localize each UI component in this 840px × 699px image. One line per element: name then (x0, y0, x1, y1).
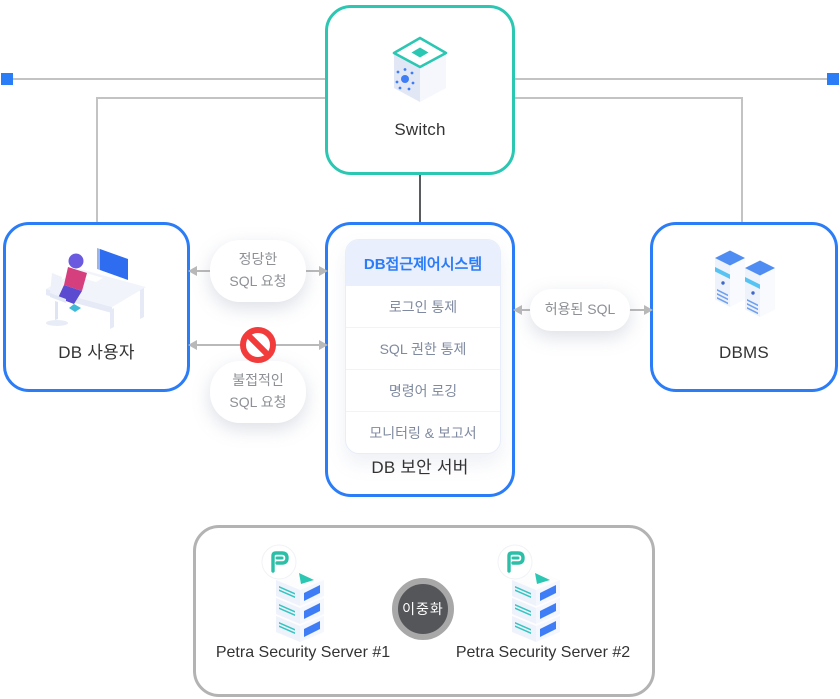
petra-server-stack-icon-1 (261, 544, 324, 642)
connector-switch-to-user-h (96, 97, 325, 99)
petra-server2-label: Petra Security Server #2 (455, 644, 631, 661)
network-cube-icon (392, 36, 448, 102)
petra-server-stack-icon-2 (497, 544, 560, 642)
security-server-label: DB 보안 서버 (371, 458, 469, 477)
security-server-node: DB접근제어시스템 로그인 통제 SQL 권한 통제 명령어 로깅 모니터링 &… (325, 222, 515, 497)
database-towers-icon (715, 250, 775, 317)
valid-sql-pill: 정당한 SQL 요청 (210, 240, 306, 302)
db-user-label: DB 사용자 (58, 343, 135, 362)
access-control-card: DB접근제어시스템 로그인 통제 SQL 권한 통제 명령어 로깅 모니터링 &… (345, 239, 501, 454)
petra-server1-label: Petra Security Server #1 (215, 644, 391, 661)
switch-node: Switch (325, 5, 515, 175)
function-row-sql-privilege-control: SQL 권한 통제 (346, 327, 500, 369)
blocked-sql-line2: SQL 요청 (229, 394, 287, 410)
trunk-endpoint-right (827, 73, 839, 85)
user-at-desk-icon (45, 248, 146, 329)
dbms-node: DBMS (650, 222, 838, 392)
blocked-sql-pill: 불접적인 SQL 요청 (210, 361, 306, 423)
ha-badge-label: 이중화 (402, 601, 444, 617)
allowed-sql-pill: 허용된 SQL (530, 289, 630, 331)
ha-badge: 이중화 (392, 578, 454, 640)
ha-cluster-box: Petra Security Server #1 이중화 (193, 525, 655, 697)
switch-label: Switch (394, 120, 446, 139)
function-row-login-control: 로그인 통제 (388, 298, 458, 315)
function-row-monitoring-report: 모니터링 & 보고서 (346, 411, 500, 453)
function-row-command-logging: 명령어 로깅 (346, 369, 500, 411)
connector-switch-to-dbms-h (515, 97, 742, 99)
allowed-sql-label: 허용된 SQL (544, 301, 616, 318)
trunk-endpoint-left (1, 73, 13, 85)
valid-sql-line2: SQL 요청 (229, 273, 287, 289)
connector-switch-security-v (419, 175, 421, 222)
blocked-sql-line1: 불접적인 (232, 372, 284, 389)
no-entry-icon (240, 327, 276, 363)
dbms-label: DBMS (719, 343, 769, 362)
connector-dbms-v (741, 97, 743, 222)
access-control-title: DB접근제어시스템 (346, 240, 500, 286)
connector-user-v (96, 97, 98, 222)
valid-sql-line1: 정당한 (238, 251, 278, 268)
db-user-node: DB 사용자 (3, 222, 190, 392)
